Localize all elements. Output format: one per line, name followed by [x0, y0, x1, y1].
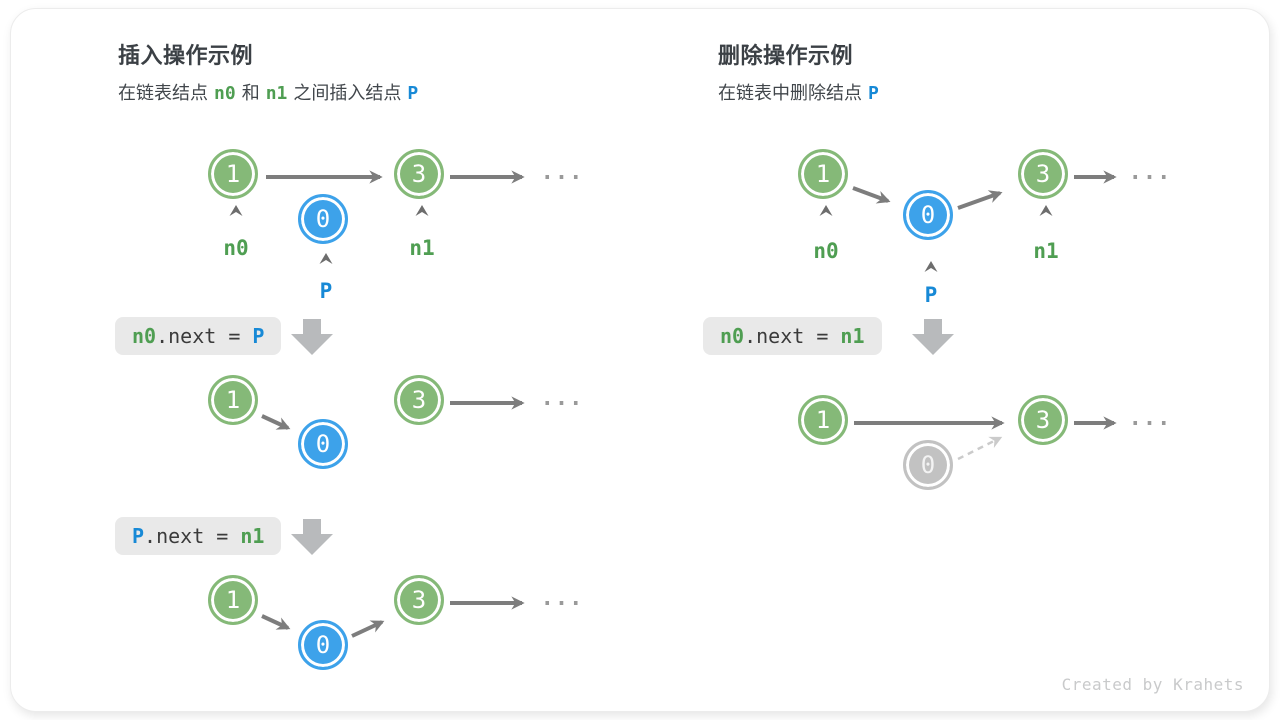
code-token-n1: n1: [840, 324, 865, 348]
code-chip-p-next-n1: P.next = n1: [115, 517, 282, 555]
node-3: 3: [394, 575, 444, 625]
token-n1: n1: [265, 83, 288, 104]
caret-up-icon: [415, 205, 429, 216]
caret-up-icon: [319, 253, 333, 264]
node-p: 0: [298, 194, 348, 244]
node-3: 3: [394, 149, 444, 199]
node-p: 0: [298, 419, 348, 469]
code-token-n1: n1: [240, 524, 265, 548]
ellipsis: ...: [1128, 160, 1172, 185]
down-arrow-icon: [291, 319, 333, 355]
watermark: Created by Krahets: [1061, 675, 1244, 694]
delete-title: 删除操作示例: [718, 43, 854, 68]
label-n0: n0: [223, 236, 249, 260]
node-1: 1: [798, 149, 848, 199]
node-p: 0: [298, 620, 348, 670]
node-1: 1: [208, 375, 258, 425]
subtitle-text: 和: [241, 83, 260, 103]
down-arrow-icon: [912, 319, 954, 355]
node-1: 1: [208, 149, 258, 199]
token-p: P: [407, 83, 419, 104]
ellipsis: ...: [540, 386, 584, 411]
code-chip-n0-next-p: n0.next = P: [115, 317, 282, 355]
label-p: P: [924, 283, 938, 307]
node-1: 1: [208, 575, 258, 625]
insert-title: 插入操作示例: [118, 43, 254, 68]
code-text: .next =: [144, 524, 241, 548]
node-1: 1: [798, 395, 848, 445]
node-3: 3: [394, 375, 444, 425]
code-token-n0: n0: [720, 324, 745, 348]
ellipsis: ...: [1128, 406, 1172, 431]
down-arrow-icon: [291, 519, 333, 555]
label-n1: n1: [1033, 239, 1059, 263]
caret-up-icon: [924, 261, 938, 272]
code-text: .next =: [744, 324, 841, 348]
token-n0: n0: [214, 83, 236, 104]
delete-subtitle: 在链表中删除结点 P: [718, 79, 885, 105]
node-3: 3: [1018, 395, 1068, 445]
ellipsis: ...: [540, 586, 584, 611]
node-p: 0: [903, 190, 953, 240]
code-text: .next =: [156, 324, 253, 348]
label-n1: n1: [409, 236, 435, 260]
subtitle-text: 在链表中删除结点: [718, 83, 862, 103]
caret-up-icon: [1039, 205, 1053, 216]
code-token-n0: n0: [132, 324, 157, 348]
label-n0: n0: [813, 239, 839, 263]
token-p: P: [868, 83, 879, 104]
caret-up-icon: [819, 205, 833, 216]
subtitle-text: 在链表结点: [118, 83, 208, 103]
code-token-p: P: [132, 524, 145, 548]
code-token-p: P: [252, 324, 265, 348]
node-p-removed: 0: [903, 440, 953, 490]
subtitle-text: 之间插入结点: [293, 83, 402, 103]
label-p: P: [319, 279, 333, 303]
card: [10, 8, 1270, 712]
caret-up-icon: [229, 205, 243, 216]
node-3: 3: [1018, 149, 1068, 199]
ellipsis: ...: [540, 160, 584, 185]
code-chip-n0-next-n1: n0.next = n1: [703, 317, 882, 355]
